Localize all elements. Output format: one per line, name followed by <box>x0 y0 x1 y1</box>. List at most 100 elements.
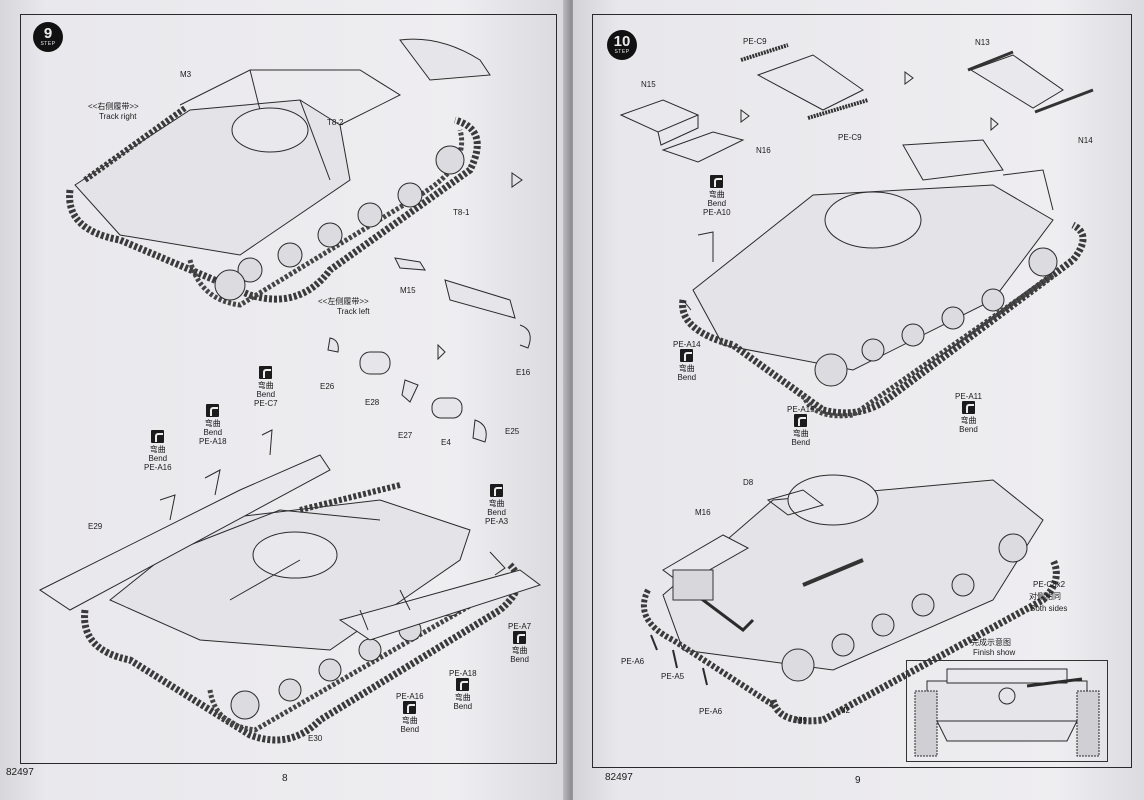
bend-part: PE-A10 <box>703 208 731 217</box>
label-e29: E29 <box>88 522 103 531</box>
label-both-sides-en: Both sides <box>1030 604 1068 613</box>
bend-en: Bend <box>791 438 811 447</box>
label-n16: N16 <box>756 146 771 155</box>
bend-note-pe-a7: PE-A7 弯曲 Bend <box>508 622 531 664</box>
label-m16: M16 <box>695 508 711 517</box>
step-number: 10 <box>613 33 631 50</box>
bend-cn: 弯曲 <box>678 364 695 373</box>
bend-cn: 弯曲 <box>792 429 809 438</box>
label-m3: M3 <box>180 70 192 79</box>
bend-cn: 弯曲 <box>257 381 274 390</box>
label-track-left-cn: <<左侧履带>> <box>318 297 369 306</box>
bend-en: Bend <box>510 655 529 664</box>
bend-part: PE-C7 <box>254 399 278 408</box>
footer-code-right: 82497 <box>605 772 633 783</box>
bend-cn: 弯曲 <box>708 190 725 199</box>
bend-part: PE-A15 <box>787 405 815 414</box>
bend-note-pe-a11: PE-A11 弯曲 Bend <box>955 392 982 434</box>
label-pe-c9-top: PE-C9 <box>743 37 767 46</box>
bend-icon <box>710 175 724 188</box>
bend-cn: 弯曲 <box>454 693 471 702</box>
bend-icon <box>259 366 273 379</box>
label-e16: E16 <box>516 368 531 377</box>
label-e28: E28 <box>365 398 380 407</box>
step-9-badge: 9 STEP <box>33 22 63 52</box>
left-page-drawings <box>39 38 542 744</box>
bend-part: PE-A3 <box>485 517 509 526</box>
label-m2: M2 <box>839 706 851 715</box>
bend-icon <box>206 404 220 417</box>
bend-note-pe-a14: PE-A14 弯曲 Bend <box>673 340 701 382</box>
bend-part: PE-A18 <box>199 437 227 446</box>
bend-icon <box>490 484 504 497</box>
label-both-sides-cn: 对侧相同 <box>1029 592 1061 601</box>
label-e25: E25 <box>505 427 520 436</box>
label-e26: E26 <box>320 382 335 391</box>
bend-icon <box>151 430 165 443</box>
label-pe-a6-left: PE-A6 <box>621 657 645 666</box>
step-word: STEP <box>40 41 56 47</box>
page-number-left: 8 <box>282 773 288 784</box>
bend-cn: 弯曲 <box>401 716 418 725</box>
bend-icon <box>794 414 808 427</box>
bend-part: PE-A7 <box>508 622 532 631</box>
page-number-right: 9 <box>855 775 861 786</box>
label-track-right-cn: <<右侧履带>> <box>88 102 139 111</box>
bend-en: Bend <box>453 702 473 711</box>
bend-note-pe-a10: 弯曲 Bend PE-A10 <box>703 175 731 217</box>
bend-en: Bend <box>959 425 978 434</box>
bend-cn: 弯曲 <box>204 419 221 428</box>
page-right: 10 STEP <box>573 0 1144 800</box>
bend-cn: 弯曲 <box>488 499 505 508</box>
bend-en: Bend <box>256 390 276 399</box>
bend-note-pe-a16-top: 弯曲 Bend PE-A16 <box>144 430 172 472</box>
label-pe-c8x2: PE-C8x2 <box>1033 580 1066 589</box>
label-finish-cn: 完成示意图 <box>971 638 1011 647</box>
label-t8-2: T8-2 <box>327 118 344 127</box>
right-page-drawings <box>619 43 1094 725</box>
bend-en: Bend <box>203 428 223 437</box>
bend-note-pe-c7: 弯曲 Bend PE-C7 <box>254 366 278 408</box>
label-pe-c9-bottom: PE-C9 <box>838 133 862 142</box>
page-left-frame <box>20 14 557 764</box>
bend-cn: 弯曲 <box>511 646 528 655</box>
footer-code-left: 82497 <box>6 767 34 778</box>
bend-part: PE-A14 <box>673 340 701 349</box>
bend-cn: 弯曲 <box>149 445 166 454</box>
bend-part: PE-A16 <box>144 463 172 472</box>
finish-show-inset <box>906 660 1108 762</box>
label-pe-a6-bottom: PE-A6 <box>699 707 723 716</box>
bend-icon <box>456 678 470 691</box>
bend-icon <box>961 401 975 414</box>
step-10-badge: 10 STEP <box>607 30 637 60</box>
bend-icon <box>680 349 694 362</box>
bend-note-pe-a18-top: 弯曲 Bend PE-A18 <box>199 404 227 446</box>
bend-en: Bend <box>707 199 727 208</box>
label-track-left-en: Track left <box>337 307 370 316</box>
bend-note-pe-a15: PE-A15 弯曲 Bend <box>787 405 815 447</box>
finish-show-drawing <box>914 668 1100 757</box>
label-track-right-en: Track right <box>99 112 137 121</box>
label-d8: D8 <box>743 478 754 487</box>
bend-en: Bend <box>487 508 506 517</box>
bend-en: Bend <box>400 725 420 734</box>
bend-part: PE-A11 <box>955 392 982 401</box>
step-word: STEP <box>614 49 630 55</box>
bend-cn: 弯曲 <box>960 416 977 425</box>
bend-note-pe-a16-bottom: PE-A16 弯曲 Bend <box>396 692 424 734</box>
label-e30: E30 <box>308 734 323 743</box>
label-pe-a5: PE-A5 <box>661 672 685 681</box>
label-n14: N14 <box>1078 136 1093 145</box>
bend-part: PE-A18 <box>449 669 477 678</box>
label-m15: M15 <box>400 286 416 295</box>
bend-note-pe-a18-bottom: PE-A18 弯曲 Bend <box>449 669 477 711</box>
bend-en: Bend <box>677 373 697 382</box>
bend-part: PE-A16 <box>396 692 424 701</box>
label-n15: N15 <box>641 80 656 89</box>
page-right-frame <box>592 14 1132 768</box>
label-n13: N13 <box>975 38 990 47</box>
page-left: 9 STEP <box>0 0 571 800</box>
label-e4: E4 <box>441 438 451 447</box>
bend-note-pe-a3: 弯曲 Bend PE-A3 <box>485 484 508 526</box>
